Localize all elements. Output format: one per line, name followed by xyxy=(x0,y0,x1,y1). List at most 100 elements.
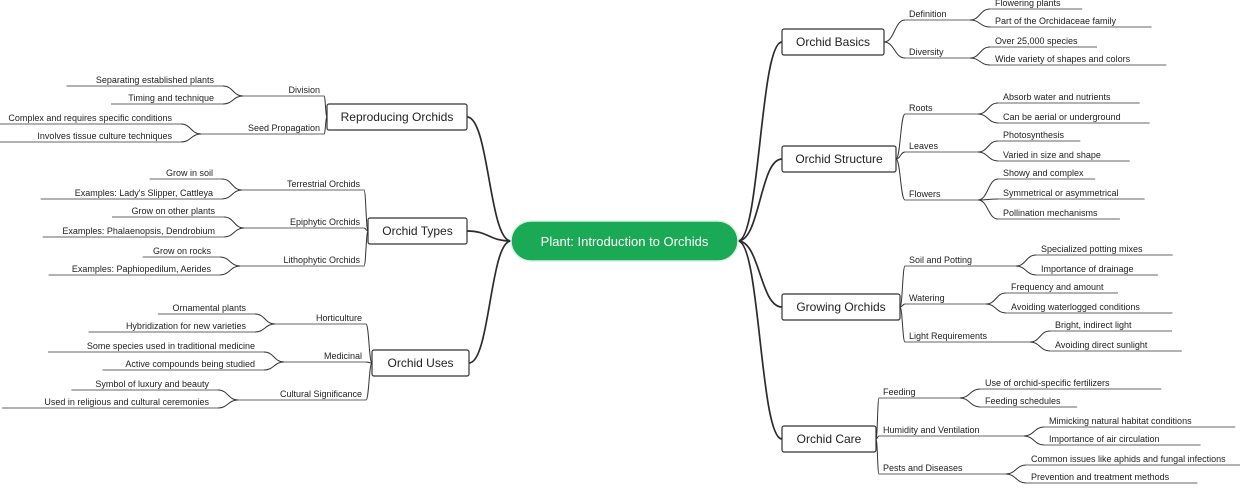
connector-soil-and-potting xyxy=(899,265,906,308)
subtopic-flowers[interactable]: Flowers xyxy=(909,189,941,199)
leaf-node[interactable]: Bright, indirect light xyxy=(1055,320,1132,330)
leaf-node[interactable]: Mimicking natural habitat conditions xyxy=(1049,416,1192,426)
subtopic-leaves[interactable]: Leaves xyxy=(909,141,939,151)
branch-node-orchid-types[interactable] xyxy=(367,217,468,245)
leaf-node[interactable]: Examples: Lady's Slipper, Cattleya xyxy=(75,188,213,198)
leaf-node[interactable]: Examples: Paphiopedilum, Aerides xyxy=(72,264,212,274)
leaf-node[interactable]: Absorb water and nutrients xyxy=(1003,92,1111,102)
connector-leaf xyxy=(977,113,999,124)
branch-node-orchid-basics[interactable] xyxy=(781,28,885,56)
connector-leaf xyxy=(977,140,999,153)
subtopic-pests-and-diseases[interactable]: Pests and Diseases xyxy=(883,463,963,473)
leaf-node[interactable]: Frequency and amount xyxy=(1011,282,1104,292)
leaf-node[interactable]: Part of the Orchidaceae family xyxy=(995,16,1117,26)
leaf-node[interactable]: Some species used in traditional medicin… xyxy=(87,341,255,351)
leaf-node[interactable]: Grow on other plants xyxy=(131,206,215,216)
connector-leaf xyxy=(219,265,241,276)
leaf-node[interactable]: Avoiding direct sunlight xyxy=(1055,340,1148,350)
subtopic-medicinal[interactable]: Medicinal xyxy=(324,351,362,361)
connector-horticulture xyxy=(365,323,373,364)
branch-node-orchid-structure[interactable] xyxy=(781,145,897,173)
leaf-node[interactable]: Active compounds being studied xyxy=(125,359,255,369)
subtopic-horticulture[interactable]: Horticulture xyxy=(316,313,362,323)
subtopic-lithophytic-orchids[interactable]: Lithophytic Orchids xyxy=(283,255,360,265)
connector-root-orchid-uses xyxy=(468,240,512,364)
subtopic-diversity[interactable]: Diversity xyxy=(909,47,944,57)
leaf-node[interactable]: Photosynthesis xyxy=(1003,130,1065,140)
subtopic-definition[interactable]: Definition xyxy=(909,9,947,19)
root-node-label: Plant: Introduction to Orchids xyxy=(541,234,709,249)
leaf-node[interactable]: Flowering plants xyxy=(995,0,1061,8)
subtopic-feeding[interactable]: Feeding xyxy=(883,387,916,397)
connector-leaf xyxy=(969,57,991,66)
leaf-node[interactable]: Grow in soil xyxy=(166,168,213,178)
leaf-node[interactable]: Feeding schedules xyxy=(985,396,1061,406)
subtopic-epiphytic-orchids[interactable]: Epiphytic Orchids xyxy=(290,217,361,227)
connector-leaf xyxy=(1005,464,1027,475)
connector-leaf xyxy=(985,292,1007,305)
leaf-node[interactable]: Hybridization for new varieties xyxy=(126,321,247,331)
branch-node-label-growing-orchids: Growing Orchids xyxy=(796,300,885,314)
subtopic-seed-propagation[interactable]: Seed Propagation xyxy=(248,123,320,133)
subtopic-soil-and-potting[interactable]: Soil and Potting xyxy=(909,255,972,265)
subtopic-humidity-and-ventilation[interactable]: Humidity and Ventilation xyxy=(883,425,980,435)
connector-leaf xyxy=(977,199,999,220)
connector-root-orchid-structure xyxy=(737,158,783,242)
connector-leaf xyxy=(1023,426,1045,437)
leaf-node[interactable]: Importance of drainage xyxy=(1041,264,1134,274)
subtopic-terrestrial-orchids[interactable]: Terrestrial Orchids xyxy=(287,179,361,189)
connector-leaf xyxy=(985,303,1007,314)
connector-leaf xyxy=(977,102,999,115)
leaf-node[interactable]: Symmetrical or asymmetrical xyxy=(1003,188,1119,198)
branch-node-orchid-care[interactable] xyxy=(781,425,877,453)
connector-leaf xyxy=(217,389,239,401)
leaf-node[interactable]: Over 25,000 species xyxy=(995,36,1078,46)
branch-node-orchid-uses[interactable] xyxy=(371,349,470,377)
leaf-node[interactable]: Avoiding waterlogged conditions xyxy=(1011,302,1140,312)
leaf-node[interactable]: Separating established plants xyxy=(96,75,215,85)
leaf-node[interactable]: Wide variety of shapes and colors xyxy=(995,54,1131,64)
leaf-node[interactable]: Importance of air circulation xyxy=(1049,434,1160,444)
subtopic-watering[interactable]: Watering xyxy=(909,293,945,303)
connector-leaf xyxy=(1023,435,1045,446)
leaf-node[interactable]: Grow on rocks xyxy=(153,246,212,256)
leaf-node[interactable]: Pollination mechanisms xyxy=(1003,208,1098,218)
leaf-node[interactable]: Involves tissue culture techniques xyxy=(37,131,172,141)
connector-root-growing-orchids xyxy=(737,240,783,308)
root-node[interactable] xyxy=(510,220,739,262)
branch-node-reproducing-orchids[interactable] xyxy=(326,103,468,131)
connector-leaf xyxy=(222,95,244,105)
leaf-node[interactable]: Symbol of luxury and beauty xyxy=(95,379,209,389)
leaf-node[interactable]: Prevention and treatment methods xyxy=(1031,472,1170,482)
connector-leaf xyxy=(223,227,245,238)
leaf-node[interactable]: Varied in size and shape xyxy=(1003,150,1101,160)
leaf-node[interactable]: Timing and technique xyxy=(128,93,214,103)
connector-leaf xyxy=(1029,341,1051,352)
leaf-node[interactable]: Can be aerial or underground xyxy=(1003,112,1121,122)
leaf-node[interactable]: Ornamental plants xyxy=(172,303,246,313)
connector-leaf xyxy=(1015,265,1037,276)
leaf-node[interactable]: Complex and requires specific conditions xyxy=(8,113,172,123)
branch-node-growing-orchids[interactable] xyxy=(781,293,901,321)
subtopic-division[interactable]: Division xyxy=(288,85,320,95)
connector-medicinal xyxy=(365,361,373,364)
leaf-node[interactable]: Examples: Phalaenopsis, Dendrobium xyxy=(62,226,215,236)
branch-node-label-orchid-uses: Orchid Uses xyxy=(387,356,453,370)
connector-leaf xyxy=(180,133,202,143)
connector-root-reproducing-orchids xyxy=(466,116,512,242)
leaf-node[interactable]: Use of orchid-specific fertilizers xyxy=(985,378,1110,388)
leaf-node[interactable]: Common issues like aphids and fungal inf… xyxy=(1031,454,1226,464)
branch-node-label-orchid-structure: Orchid Structure xyxy=(795,152,883,166)
connector-leaf xyxy=(222,85,244,97)
leaf-node[interactable]: Showy and complex xyxy=(1003,168,1084,178)
connector-leaf xyxy=(1015,254,1037,267)
connector-root-orchid-care xyxy=(737,240,783,440)
subtopic-roots[interactable]: Roots xyxy=(909,103,933,113)
branch-node-label-reproducing-orchids: Reproducing Orchids xyxy=(341,110,454,124)
leaf-node[interactable]: Used in religious and cultural ceremonie… xyxy=(44,397,209,407)
connector-leaf xyxy=(221,189,243,200)
subtopic-light-requirements[interactable]: Light Requirements xyxy=(909,331,988,341)
subtopic-cultural-significance[interactable]: Cultural Significance xyxy=(280,389,362,399)
leaf-node[interactable]: Specialized potting mixes xyxy=(1041,244,1143,254)
